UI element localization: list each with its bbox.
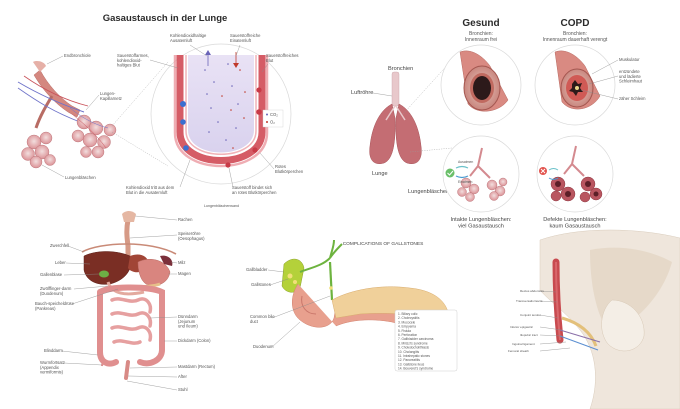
label-luftroehre: Luftröhre bbox=[351, 90, 373, 96]
label-muskulatur: Muskulatur bbox=[619, 57, 640, 62]
complication-item: 14. Bouveret's syndrome bbox=[398, 367, 433, 371]
caption-defekte-lungenblaeschen: Defekte Lungenbläschen:kaum Gasaustausch bbox=[543, 217, 607, 229]
healthy-alveoli-circle bbox=[442, 135, 520, 213]
complication-item: 9. Choledocholithiasis bbox=[398, 346, 429, 350]
label-rectus-abdominis: Rectus abdominis bbox=[520, 289, 544, 293]
label-inferior-epigastric: Inferior epigastric bbox=[510, 325, 534, 329]
alveoli-cluster-left bbox=[21, 131, 56, 169]
label-conjoint-tendon: Conjoint tendon bbox=[520, 313, 541, 317]
label-mastdarm: Mastdarm (Rectum) bbox=[178, 364, 216, 369]
complications-list: 1. Biliary colic 2. Cholecystitis 3. Muc… bbox=[398, 312, 434, 371]
hip-panel: Rectus abdominis Transversalis fascia Co… bbox=[508, 229, 680, 409]
label-lungenblaeschen-left: Lungenbläschen bbox=[65, 175, 96, 180]
copd-alveoli bbox=[539, 145, 603, 203]
label-gallstones: Gallstones bbox=[251, 282, 271, 287]
complication-item: 7. Gallbladder carcinoma bbox=[398, 337, 434, 341]
gallbladder bbox=[99, 270, 109, 278]
label-lungenkapillarnetz: Lungen-Kapillarnetz bbox=[100, 91, 122, 101]
label-lunge: Lunge bbox=[372, 171, 388, 177]
label-blinddarm: Blinddarm bbox=[44, 348, 63, 353]
label-zwerchfell: Zwerchfell bbox=[50, 243, 69, 248]
label-inguinal-ligament: Inguinal ligament bbox=[512, 342, 535, 346]
copd-title: COPD bbox=[561, 18, 590, 29]
lung-gas-exchange-panel: Gasaustausch in der Lunge bbox=[17, 13, 304, 208]
copd-bronchus bbox=[554, 50, 601, 110]
label-einatmen: Einatmen bbox=[458, 180, 472, 184]
label-magen: Magen bbox=[178, 271, 191, 276]
digestive-illustration bbox=[81, 211, 177, 380]
legend-o2: O₂ bbox=[270, 120, 275, 125]
copd-subtitle: Bronchien:Innenraum dauerhaft verengt bbox=[543, 31, 608, 43]
gas-legend: CO₂ O₂ bbox=[262, 109, 284, 128]
liver bbox=[83, 251, 132, 285]
gesund-subtitle: Bronchien:Innenraum frei bbox=[465, 31, 497, 43]
label-lungenblaeschen-copd: Lungenbläschen bbox=[408, 189, 449, 195]
label-transversalis-fascia: Transversalis fascia bbox=[516, 299, 543, 303]
label-endbronchiole: Endbronchiole bbox=[64, 53, 91, 58]
complication-item: 12. Pancreatitis bbox=[398, 358, 420, 362]
complication-item: 11. Intrahepatic stones bbox=[398, 354, 430, 358]
copd-panel: Gesund Bronchien:Innenraum frei COPD Bro… bbox=[351, 18, 646, 229]
lung-panel-title: Gasaustausch in der Lunge bbox=[103, 13, 228, 24]
label-femoral-sheath: Femoral sheath bbox=[508, 349, 529, 353]
complication-item: 5. Fistula bbox=[398, 329, 411, 333]
label-ausatmen: Ausatmen bbox=[458, 160, 473, 164]
healthy-bronchus bbox=[459, 50, 509, 112]
complications-list-box bbox=[394, 309, 458, 372]
label-after: After bbox=[178, 374, 187, 379]
label-lungenblaeschenwand: Lungenbläschenwand bbox=[204, 204, 239, 208]
gesund-title: Gesund bbox=[462, 18, 499, 29]
bronchiole-illustration bbox=[17, 61, 117, 169]
digestive-panel: Zwerchfell Leber Gallenblase Zwölffinger… bbox=[35, 211, 216, 392]
label-milz: Milz bbox=[178, 260, 185, 265]
label-dickdarm: Dickdarm (Colon) bbox=[178, 338, 211, 343]
complication-item: 8. Mirizzi's syndrome bbox=[398, 341, 428, 345]
stomach bbox=[137, 259, 171, 286]
label-bronchien: Bronchien bbox=[388, 66, 413, 72]
gallstones-title: COMPLICATIONS OF GALLSTONES bbox=[343, 241, 424, 247]
label-rachen: Rachen bbox=[178, 217, 193, 222]
gallstones-panel: COMPLICATIONS OF GALLSTONES Gallbladder … bbox=[246, 239, 458, 372]
alveoli-cluster-right bbox=[71, 114, 117, 159]
label-gallenblase: Gallenblase bbox=[40, 272, 63, 277]
caption-intakte-lungenblaeschen: Intakte Lungenbläschen:viel Gasaustausch bbox=[451, 217, 512, 229]
label-duodenum: Duodenum bbox=[253, 344, 274, 349]
complication-item: 2. Cholecystitis bbox=[398, 316, 420, 320]
alveolus-cross-section: CO₂ O₂ bbox=[173, 50, 284, 168]
complication-item: 13. Gallstone ileus bbox=[398, 362, 425, 366]
label-zaeher-schleim: zäher Schleim bbox=[619, 96, 646, 101]
label-speiseroehre: Speiseröhre(Oesophagus) bbox=[178, 231, 205, 241]
complication-item: 1. Biliary colic bbox=[398, 312, 418, 316]
label-sauerstoffarmes-blut: Sauerstoffarmes,kohlendioxid-haltiges Bl… bbox=[117, 53, 149, 68]
complication-item: 4. Empyema bbox=[398, 325, 416, 329]
healthy-alveoli bbox=[445, 147, 508, 202]
lungs-illustration bbox=[369, 71, 422, 164]
pelvis-illustration bbox=[539, 229, 680, 409]
legend-co2: CO₂ bbox=[270, 112, 278, 117]
complication-item: 10. Cholangitis bbox=[398, 350, 419, 354]
complication-item: 3. Mucocele bbox=[398, 320, 415, 324]
label-gallbladder: Gallbladder bbox=[246, 267, 268, 272]
label-stuhl: Stuhl bbox=[178, 387, 188, 392]
label-zwoelffingerdarm: Zwölffinger-darm(Duodenum) bbox=[40, 286, 72, 296]
label-leber: Leber bbox=[55, 260, 66, 265]
check-icon bbox=[445, 168, 455, 178]
complication-item: 6. Perforation bbox=[398, 333, 417, 337]
label-iliopubic-tract: Iliopubic tract bbox=[520, 333, 538, 337]
label-bauchspeicheldruese: Bauch-speicheldrüse(Pankreas) bbox=[35, 301, 75, 311]
